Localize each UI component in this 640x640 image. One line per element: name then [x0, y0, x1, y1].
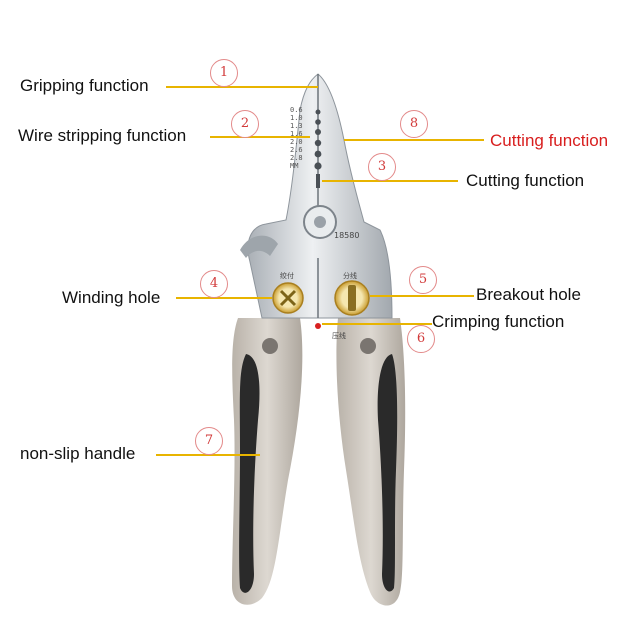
model-number: 18580 — [334, 231, 359, 240]
pivot-center — [314, 216, 326, 228]
left-handle — [232, 318, 303, 605]
stripping-notches — [314, 109, 322, 170]
leader-line — [176, 297, 272, 299]
gauge-mark: 1.0 — [290, 114, 303, 122]
callout-number: 4 — [200, 270, 228, 298]
callout-number: 8 — [400, 110, 428, 138]
leader-line — [156, 454, 260, 456]
breakout-mark: 分线 — [343, 271, 357, 280]
callout-number: 6 — [407, 325, 435, 353]
leader-line — [344, 139, 484, 141]
callout-label-crimping: Crimping function — [432, 312, 565, 331]
leader-line — [322, 323, 432, 325]
leader-line — [322, 180, 458, 182]
callout-number: 7 — [195, 427, 223, 455]
gauge-mark: 1.6 — [290, 130, 303, 138]
callout-label-cutting-highlight: Cutting function — [490, 131, 609, 150]
leader-line — [166, 86, 318, 88]
winding-hole-cross — [279, 289, 297, 307]
callout-number: 5 — [409, 266, 437, 294]
gauge-mark: 1.3 — [290, 122, 303, 130]
right-handle-rivet — [360, 338, 376, 354]
leader-line — [370, 295, 474, 297]
callout-label-breakout-hole: Breakout hole — [476, 285, 581, 304]
callout-number: 3 — [368, 153, 396, 181]
callout-label-wire-stripping: Wire stripping function — [18, 126, 187, 145]
callout-label-winding-hole: Winding hole — [62, 288, 161, 307]
callout-number: 2 — [231, 110, 259, 138]
callout-label-non-slip-handle: non-slip handle — [20, 444, 136, 463]
left-handle-rivet — [262, 338, 278, 354]
leader-line — [210, 136, 310, 138]
callout-label-cutting: Cutting function — [466, 171, 585, 190]
gauge-mark: 0.6 — [290, 106, 303, 114]
callout-label-gripping: Gripping function — [20, 76, 149, 95]
gauge-mark: 2.8 — [290, 154, 303, 162]
winding-mark: 绞付 — [280, 271, 294, 280]
gauge-mark: 2.0 — [290, 138, 303, 146]
crimp-mark: 压线 — [332, 331, 346, 340]
gauge-mark: 2.6 — [290, 146, 303, 154]
gauge-unit: MM — [290, 162, 298, 170]
spring-lever — [240, 235, 278, 258]
right-handle — [336, 318, 406, 606]
callout-number: 1 — [210, 59, 238, 87]
crimp-point — [315, 323, 321, 329]
breakout-hole-slot — [348, 285, 356, 311]
cutting-edge — [316, 174, 320, 188]
